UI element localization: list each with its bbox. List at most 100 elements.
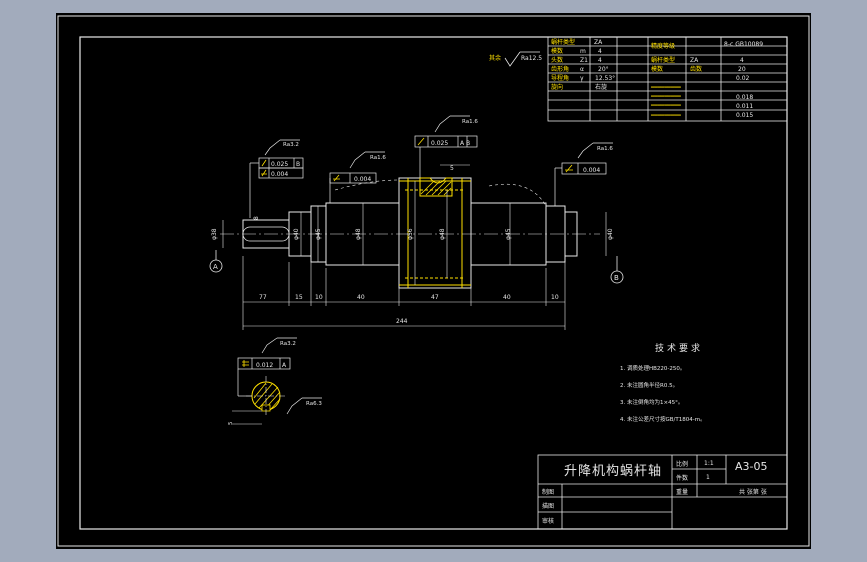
param-r2c1: 模数	[551, 47, 563, 55]
dim-total: 244	[396, 318, 408, 325]
dim-77: 77	[259, 294, 267, 301]
param-right-v3: 20	[738, 66, 746, 73]
cylindricity-icon	[261, 169, 267, 177]
roughness-r3-icon	[434, 115, 451, 133]
sheet-label: 共 张第 张	[739, 488, 767, 496]
dia-label-6: φ48	[439, 228, 446, 240]
title-block-text: 升降机构蜗杆轴 A3-05 比例 1:1 件数 1 重量 共 张第 张 制图 描…	[542, 460, 768, 525]
tol-5-value: 0.012	[256, 362, 273, 369]
inner-frame	[79, 36, 788, 530]
roughness-r2-icon	[349, 151, 366, 169]
tol-2-value: 0.004	[354, 176, 371, 183]
tol-3-value: 0.025	[431, 140, 448, 147]
dia-label-1: φ38	[211, 228, 218, 240]
scale-label: 比例	[676, 460, 688, 468]
worm-section-hatch	[419, 177, 453, 197]
dia-label-4: φ48	[355, 228, 362, 240]
roughness-r2: Ra1.6	[370, 155, 386, 161]
param-right-r1: 蜗杆类型	[651, 56, 675, 64]
tol-5-ref: A	[282, 362, 287, 369]
roughness-r4: Ra1.6	[597, 146, 613, 152]
datum-a-left: A	[209, 250, 223, 273]
datum-a-left-label: A	[213, 263, 218, 271]
param-r4c2: α	[580, 66, 584, 73]
symmetry-icon	[242, 360, 249, 367]
param-r5c2: γ	[580, 75, 584, 82]
roughness-r5: Ra3.2	[280, 341, 296, 347]
tech-req-item-2: 2. 未注圆角半径R0.5。	[620, 381, 678, 389]
roughness-note: 其余	[489, 54, 501, 62]
part-name: 升降机构蜗杆轴	[564, 463, 662, 479]
tol-left-value-2: 0.004	[271, 171, 288, 178]
roughness-r1-icon	[264, 139, 281, 156]
tech-req-item-4: 4. 未注公差尺寸按GB/T1804-m。	[620, 415, 706, 423]
param-r2c3: 4	[598, 48, 602, 55]
qty-value: 1	[706, 474, 710, 481]
title-block	[537, 454, 788, 530]
general-roughness: 其余 Ra12.5	[489, 51, 542, 67]
param-right-v5: 0.018	[736, 94, 753, 101]
scale-value: 1:1	[704, 460, 714, 467]
section-depth-label: 5	[228, 421, 234, 425]
datum-b-right: B	[610, 256, 624, 284]
dia-label-2: φ40	[293, 228, 300, 240]
section-view: 0.012 A Ra3.2 5 Ra6.3	[228, 337, 322, 425]
worm-depth-label: 5	[450, 165, 454, 172]
keyway-label: 8	[253, 216, 260, 220]
parameter-table-text: 蜗杆类型 ZA 精度等级 8-c GB10089 模数 m 4 头数 Z1 4 …	[551, 38, 763, 119]
technical-requirements: 技术要求 1. 调质处理HB220-250。 2. 未注圆角半径R0.5。 3.…	[620, 342, 706, 423]
tol-3-ref: A B	[460, 140, 470, 147]
param-deco-2: ━━━━━━━━━	[650, 94, 681, 100]
param-r1c1: 蜗杆类型	[551, 38, 575, 46]
roughness-r6: Ra6.3	[306, 401, 322, 407]
roughness-general-value: Ra12.5	[521, 55, 542, 62]
tol-left-value-1: 0.025	[271, 161, 288, 168]
designer-label: 制图	[542, 488, 554, 496]
dim-15: 15	[295, 294, 303, 301]
dim-40b: 40	[503, 294, 511, 301]
dim-47: 47	[431, 294, 439, 301]
roughness-r5-icon	[261, 337, 278, 354]
param-r4c3: 20°	[598, 66, 609, 73]
tech-req-item-1: 1. 调质处理HB220-250。	[620, 364, 685, 372]
worm-extension-arc-left	[334, 179, 400, 191]
dia-label-8: φ40	[607, 228, 614, 240]
checker-label: 描图	[542, 502, 554, 510]
diameter-labels: φ38 φ40 φ45 φ48 φ56 φ48 φ45 φ40 8	[211, 216, 614, 240]
drawing-number: A3-05	[735, 460, 768, 473]
diameter-dim-lines	[222, 181, 607, 285]
param-right-v6: 0.011	[736, 103, 753, 110]
param-r6c3: 右旋	[595, 83, 607, 91]
tolerance-frame-4: 0.004 Ra1.6	[554, 142, 613, 206]
runout-icon-3	[417, 137, 425, 146]
roughness-symbol-icon	[504, 51, 521, 67]
param-r1c3: 精度等级	[651, 42, 675, 50]
param-right-r2: 模数	[651, 65, 663, 73]
tolerance-frame-left: 0.025 B 0.004 Ra3.2	[249, 139, 304, 218]
roughness-r1: Ra3.2	[283, 142, 299, 148]
param-deco-1: ━━━━━━━━━	[650, 85, 681, 91]
qty-label: 件数	[676, 474, 688, 482]
parameter-table	[547, 36, 788, 122]
dim-40a: 40	[357, 294, 365, 301]
param-right-v2: 4	[740, 57, 744, 64]
tech-req-heading: 技术要求	[655, 342, 703, 354]
param-deco-3: ━━━━━━━━━	[650, 103, 681, 109]
dia-label-3: φ45	[315, 228, 322, 240]
runout-icon	[261, 159, 267, 167]
dia-label-7: φ45	[505, 228, 512, 240]
weight-label: 重量	[676, 488, 688, 496]
roughness-r3: Ra1.6	[462, 119, 478, 125]
param-r3c2: Z1	[580, 57, 588, 64]
drawing-sheet	[56, 13, 811, 549]
worm-extension-arc	[488, 183, 547, 207]
dia-label-5: φ56	[407, 228, 414, 240]
param-r3c1: 头数	[551, 56, 563, 64]
tolerance-frame-2: 0.004 Ra1.6	[329, 151, 386, 203]
roughness-r4-icon	[577, 142, 594, 159]
tolerance-frame-3: 0.025 A B Ra1.6 5	[414, 115, 478, 178]
param-r5c3: 12.53°	[595, 75, 615, 82]
param-r2c2: m	[580, 48, 586, 55]
param-r1c2: ZA	[594, 39, 603, 46]
